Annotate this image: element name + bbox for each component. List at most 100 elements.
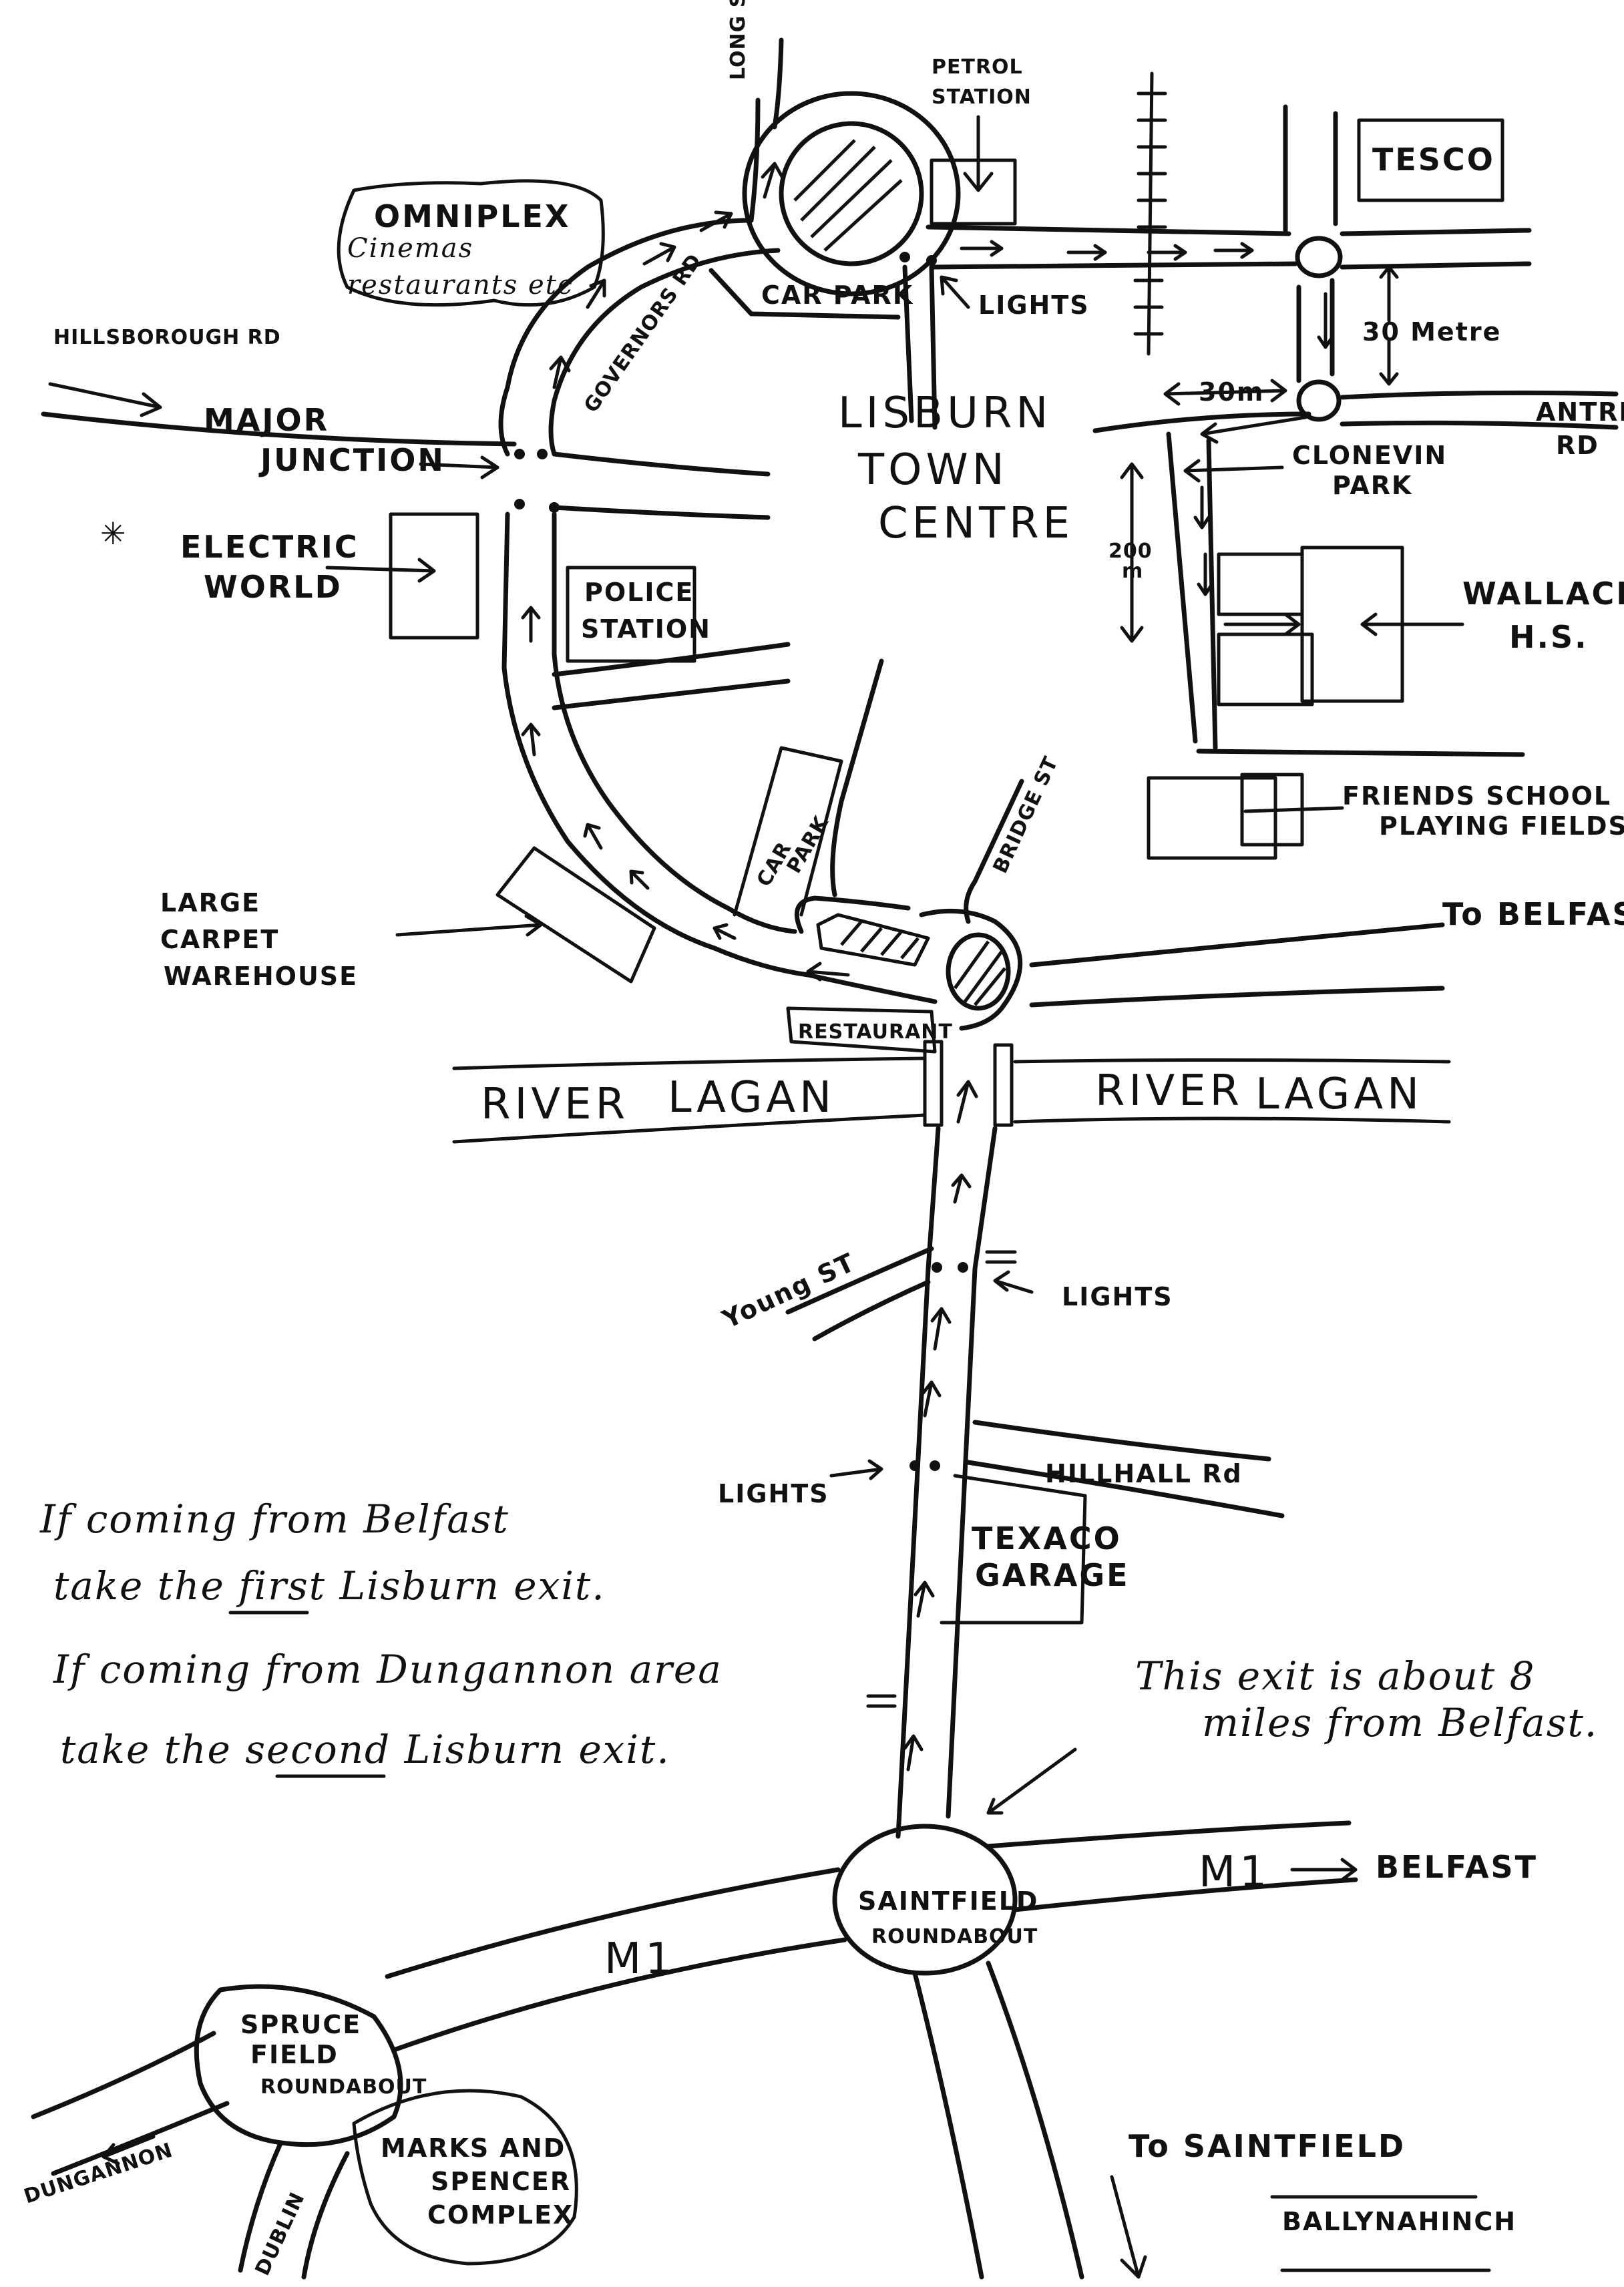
- mini-roundabout-bottom: [1296, 379, 1342, 422]
- police-label-2: STATION: [581, 614, 711, 644]
- electric-world-label-2: WORLD: [204, 569, 343, 605]
- tesco-road-east-bottom: [1340, 261, 1532, 270]
- young-st-road-top: [785, 1246, 934, 1315]
- lights-dot-2: [926, 255, 937, 266]
- south-arrow-1: [956, 1080, 978, 1124]
- saintfield-rb-label-1: SAINTFIELD: [858, 1886, 1038, 1916]
- east-road-top: [926, 224, 1291, 236]
- ballynahinch-label: BALLYNAHINCH: [1282, 2207, 1516, 2236]
- major-junction-label-1: MAJOR: [204, 402, 329, 438]
- petrol-station-label-2: STATION: [932, 85, 1032, 109]
- saintfield-road-left: [912, 1970, 984, 2280]
- long-stone-street-road-left: [749, 97, 761, 223]
- lights-low-label: LIGHTS: [718, 1479, 829, 1508]
- lower-roundabout: [946, 932, 1011, 1011]
- river-right-label-2: LAGAN: [1255, 1070, 1423, 1119]
- young-lights-dot-1: [932, 1262, 942, 1273]
- bridge-st-road-left: [830, 658, 884, 897]
- hillhall-lights-dot-2: [930, 1460, 940, 1471]
- electric-world-box: [389, 512, 479, 640]
- antrim-road-upper-east: [1340, 390, 1619, 400]
- m1-east-bottom: [1012, 1877, 1358, 1912]
- bridge-st-label: BRIDGE ST: [989, 753, 1063, 877]
- clonevin-arrow-left: [1200, 415, 1307, 444]
- texaco-label-2: GARAGE: [975, 1557, 1130, 1593]
- lights-mid-arrow: [993, 1270, 1034, 1294]
- thirty-metre-label: 30 Metre: [1362, 317, 1501, 347]
- east-arrow-3: [1213, 242, 1254, 259]
- clonevin-label-arrow: [1183, 459, 1284, 483]
- note-belfast: If coming from Belfast take the first Li…: [39, 1496, 604, 1615]
- omniplex-label-3: restaurants etc: [347, 270, 574, 300]
- to-saintfield-label: To SAINTFIELD: [1129, 2128, 1406, 2164]
- antrim-road-upper: [1092, 411, 1311, 433]
- loop-arrow-5: [713, 923, 737, 940]
- major-junction-dot-1: [514, 449, 525, 459]
- two-hundred-m-label-2: m: [1122, 560, 1143, 583]
- thirty-m-label: 30m: [1199, 377, 1264, 407]
- electric-world-label-1: ELECTRIC: [180, 529, 359, 565]
- south-arrow-6: [903, 1734, 924, 1772]
- clonevin-label-1: CLONEVIN: [1292, 441, 1447, 470]
- friends-school-label-2: PLAYING FIELDS: [1379, 811, 1624, 841]
- m1-belfast-label: BELFAST: [1376, 1849, 1538, 1885]
- bridge-left-rail: [923, 1040, 944, 1127]
- hillhall-lights-dot-1: [909, 1460, 920, 1471]
- wallace-block-2: [1217, 632, 1314, 706]
- antrim-label-1: ANTRIM: [1536, 397, 1624, 427]
- hillsborough-label: HILLSBOROUGH RD: [53, 326, 281, 349]
- dublin-road-right: [301, 2151, 350, 2280]
- texaco-outline: [940, 1474, 1087, 1625]
- note-exit-arrow: [986, 1747, 1077, 1815]
- main-south-road-left: [895, 1126, 941, 1839]
- wallace-label-2: H.S.: [1509, 619, 1589, 655]
- town-centre-label-3: CENTRE: [878, 499, 1074, 548]
- lights-mid-label: LIGHTS: [1062, 1282, 1173, 1311]
- m1-mid-label: M1: [604, 1934, 676, 1984]
- petrol-station-label-1: PETROL: [932, 55, 1023, 79]
- m1-east-top: [986, 1820, 1352, 1849]
- police-station-box: [566, 566, 696, 663]
- m1-right-label: M1: [1199, 1848, 1271, 1897]
- lower-rb-exit-west: [805, 972, 938, 1004]
- lights-low-arrow: [829, 1459, 883, 1480]
- clonevin-label-2: PARK: [1332, 471, 1412, 500]
- sprucefield-label-1: SPRUCE: [240, 2010, 361, 2039]
- loop-arrow-4: [629, 869, 650, 890]
- river-left-label-1: RIVER: [481, 1080, 629, 1129]
- hillsborough-arrow: [48, 382, 162, 417]
- dungannon-label: DUNGANNON: [21, 2139, 176, 2209]
- river-right-bottom: [1013, 1116, 1451, 1124]
- south-arrow-5: [914, 1581, 935, 1618]
- down-arrow-link: [1317, 292, 1334, 349]
- note-dungannon-line-2: take the second Lisburn exit.: [60, 1727, 670, 1772]
- bridge-right-rail: [993, 1043, 1014, 1127]
- governors-road-outer: [498, 218, 754, 457]
- omniplex-outline: [337, 179, 605, 307]
- friends-school-line: [1243, 806, 1344, 813]
- two-hundred-m-label-1: 200: [1108, 540, 1153, 563]
- river-left-label-2: LAGAN: [668, 1073, 835, 1122]
- lower-rb-approach: [794, 895, 911, 934]
- east-arrow-1: [1066, 244, 1107, 261]
- petrol-arrow: [963, 115, 994, 192]
- long-stone-street-label: LONG STONE STREET: [727, 0, 750, 80]
- car-park-mid-label-2: PARK: [783, 811, 834, 877]
- long-stone-street-road-right: [772, 37, 784, 130]
- omniplex-label-1: OMNIPLEX: [374, 198, 570, 234]
- note-exit-line-1: This exit is about 8: [1135, 1653, 1536, 1699]
- police-road-top: [552, 642, 791, 677]
- clonevin-road-bottom: [1196, 749, 1525, 757]
- saintfield-arrow: [1110, 2175, 1147, 2279]
- sprucefield-roundabout: [194, 1984, 403, 2147]
- electric-world-asterisk: ✳: [100, 515, 128, 552]
- m1-west-top: [385, 1867, 841, 1979]
- electric-world-arrow: [325, 558, 436, 583]
- sprucefield-label-3: ROUNDABOUT: [260, 2075, 427, 2099]
- petrol-station-box: [930, 158, 1017, 226]
- dungannon-road-top: [31, 2031, 216, 2119]
- carpet-label-2: CARPET: [160, 925, 279, 954]
- young-st-road-bottom: [812, 1279, 931, 1341]
- town-road-left: [902, 264, 914, 423]
- car-park-top-label: CAR PARK: [761, 280, 914, 310]
